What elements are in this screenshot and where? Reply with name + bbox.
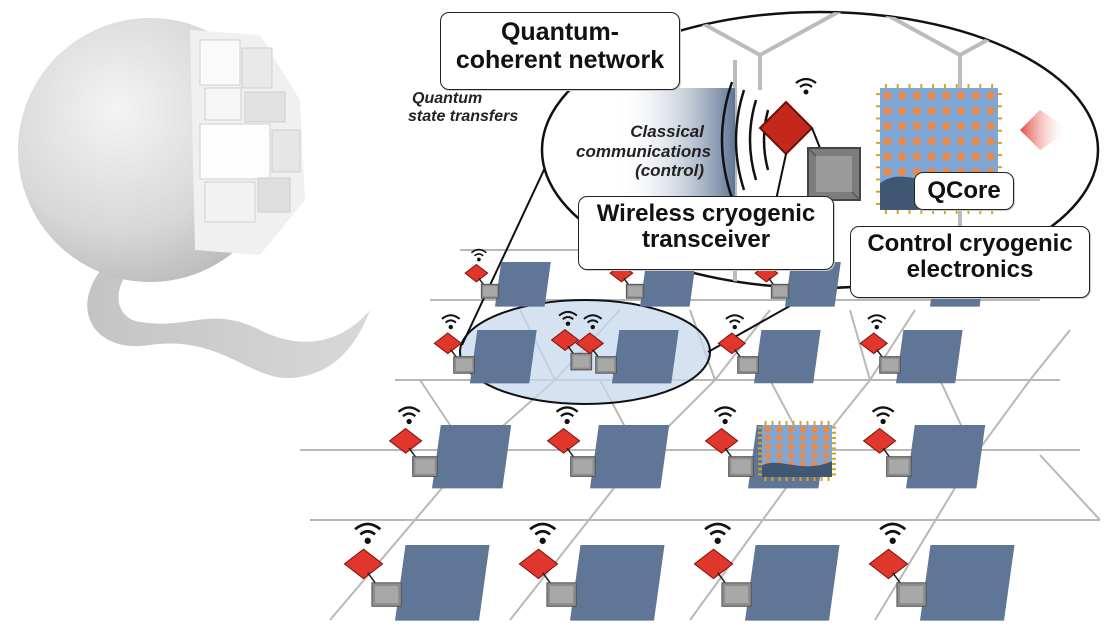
qcore-chip-large [876,84,1002,214]
wifi-icon [555,406,579,425]
wifi-icon [558,310,578,326]
classical-comms-line2: communications [576,141,712,161]
quantum-state-transfers-line1: Quantum [412,90,483,107]
wifi-icon [879,522,907,544]
wifi-icon [529,522,557,544]
control-chip-face [773,286,787,297]
transceiver-chip [518,548,559,580]
transceiver-chip [388,427,423,454]
zoom-transceiver-chip [758,100,821,201]
qcore-chip [876,84,1002,214]
transceiver-chip [704,427,739,454]
zoom-control-chip [807,147,861,201]
qubit-tile [495,262,551,307]
control-chip-face [550,585,574,604]
qcore-chip-small [758,421,836,481]
quantum-state-transfers-label: Quantum state transfers [408,90,518,127]
control-chip-face [731,459,751,474]
qubit-tile [570,545,665,621]
control-chip-face [455,358,473,371]
grid-line-diag [849,309,871,381]
control-chip-face [889,459,909,474]
qubit-tile [906,425,986,489]
qubit-tile [395,545,490,621]
control-electronics-label: Control cryogenic electronics [850,226,1090,298]
grid-line-diag [1029,329,1071,381]
transceiver-chip [550,329,580,351]
wifi-icon [713,406,737,425]
quantum-coherent-network-line2: coherent network [455,45,665,74]
wifi-icon [725,314,745,330]
wireless-transceiver-line2: transceiver [641,226,771,254]
qubit-tile [432,425,512,489]
control-chip-face [900,585,924,604]
control-electronics-line1: Control cryogenic [867,230,1073,257]
wireless-transceiver-line1: Wireless cryogenic [596,200,816,227]
control-chip-face [483,286,497,297]
grid-line-diag [1039,454,1101,521]
qubit-tile [896,330,963,384]
control-chip-face [881,358,899,371]
control-chip-face [375,585,399,604]
wireless-signal-arcs [720,81,770,199]
quantum-coherent-network-label: Quantum- coherent network [440,12,680,90]
wifi-icon [441,314,461,330]
control-chip-face [628,286,642,297]
classical-communications-label: Classical communications (control) [576,122,712,181]
wifi-icon [470,248,487,262]
control-chip-face [415,459,435,474]
control-chip-face [739,358,757,371]
transceiver-chip [717,332,747,355]
network-cells [343,248,1015,621]
qubit-tile [920,545,1015,621]
transceiver-chip [859,332,889,355]
control-chip-face [573,459,593,474]
grid-line-diag [974,379,1031,456]
transceiver-chip [546,427,581,454]
q-logo [18,18,371,379]
classical-comms-line1: Classical [630,122,704,141]
transceiver-chip [433,332,463,355]
qcore-text: QCore [927,177,1001,204]
zoom-qubit-tile-fading [615,88,735,208]
transceiver-chip [464,263,489,283]
transceiver-chip [343,548,384,580]
transceiver-chip [862,427,897,454]
wifi-icon [704,522,732,544]
wifi-icon [397,406,421,425]
wifi-icon [867,314,887,330]
transceiver-chip [693,548,734,580]
qubit-tile [590,425,670,489]
qubit-tile [754,330,821,384]
classical-comms-line3: (control) [635,161,704,181]
wifi-icon [583,314,603,330]
quantum-coherent-network-line1: Quantum- [500,18,620,46]
zoom-wifi-icon [795,77,817,95]
qubit-tile [470,330,537,384]
qcore-label: QCore [914,172,1014,210]
qubit-tile [640,262,696,307]
qubit-tile [785,262,841,307]
wifi-icon [871,406,895,425]
zoom-transceiver-fading [1020,110,1070,150]
wifi-icon [354,522,382,544]
control-chip-face [725,585,749,604]
qubit-tile [745,545,840,621]
qubit-tile [612,330,679,384]
quantum-state-transfers-line2: state transfers [408,108,519,126]
control-electronics-line2: electronics [906,256,1034,284]
wireless-transceiver-label: Wireless cryogenic transceiver [578,196,834,270]
transceiver-chip [868,548,909,580]
transceiver-chip [575,332,605,355]
control-chip-face [597,358,615,371]
control-chip-face [573,355,590,368]
q-logo-tail [87,250,371,379]
grid-line-diag [869,309,916,381]
q-logo-cubes [199,39,301,223]
